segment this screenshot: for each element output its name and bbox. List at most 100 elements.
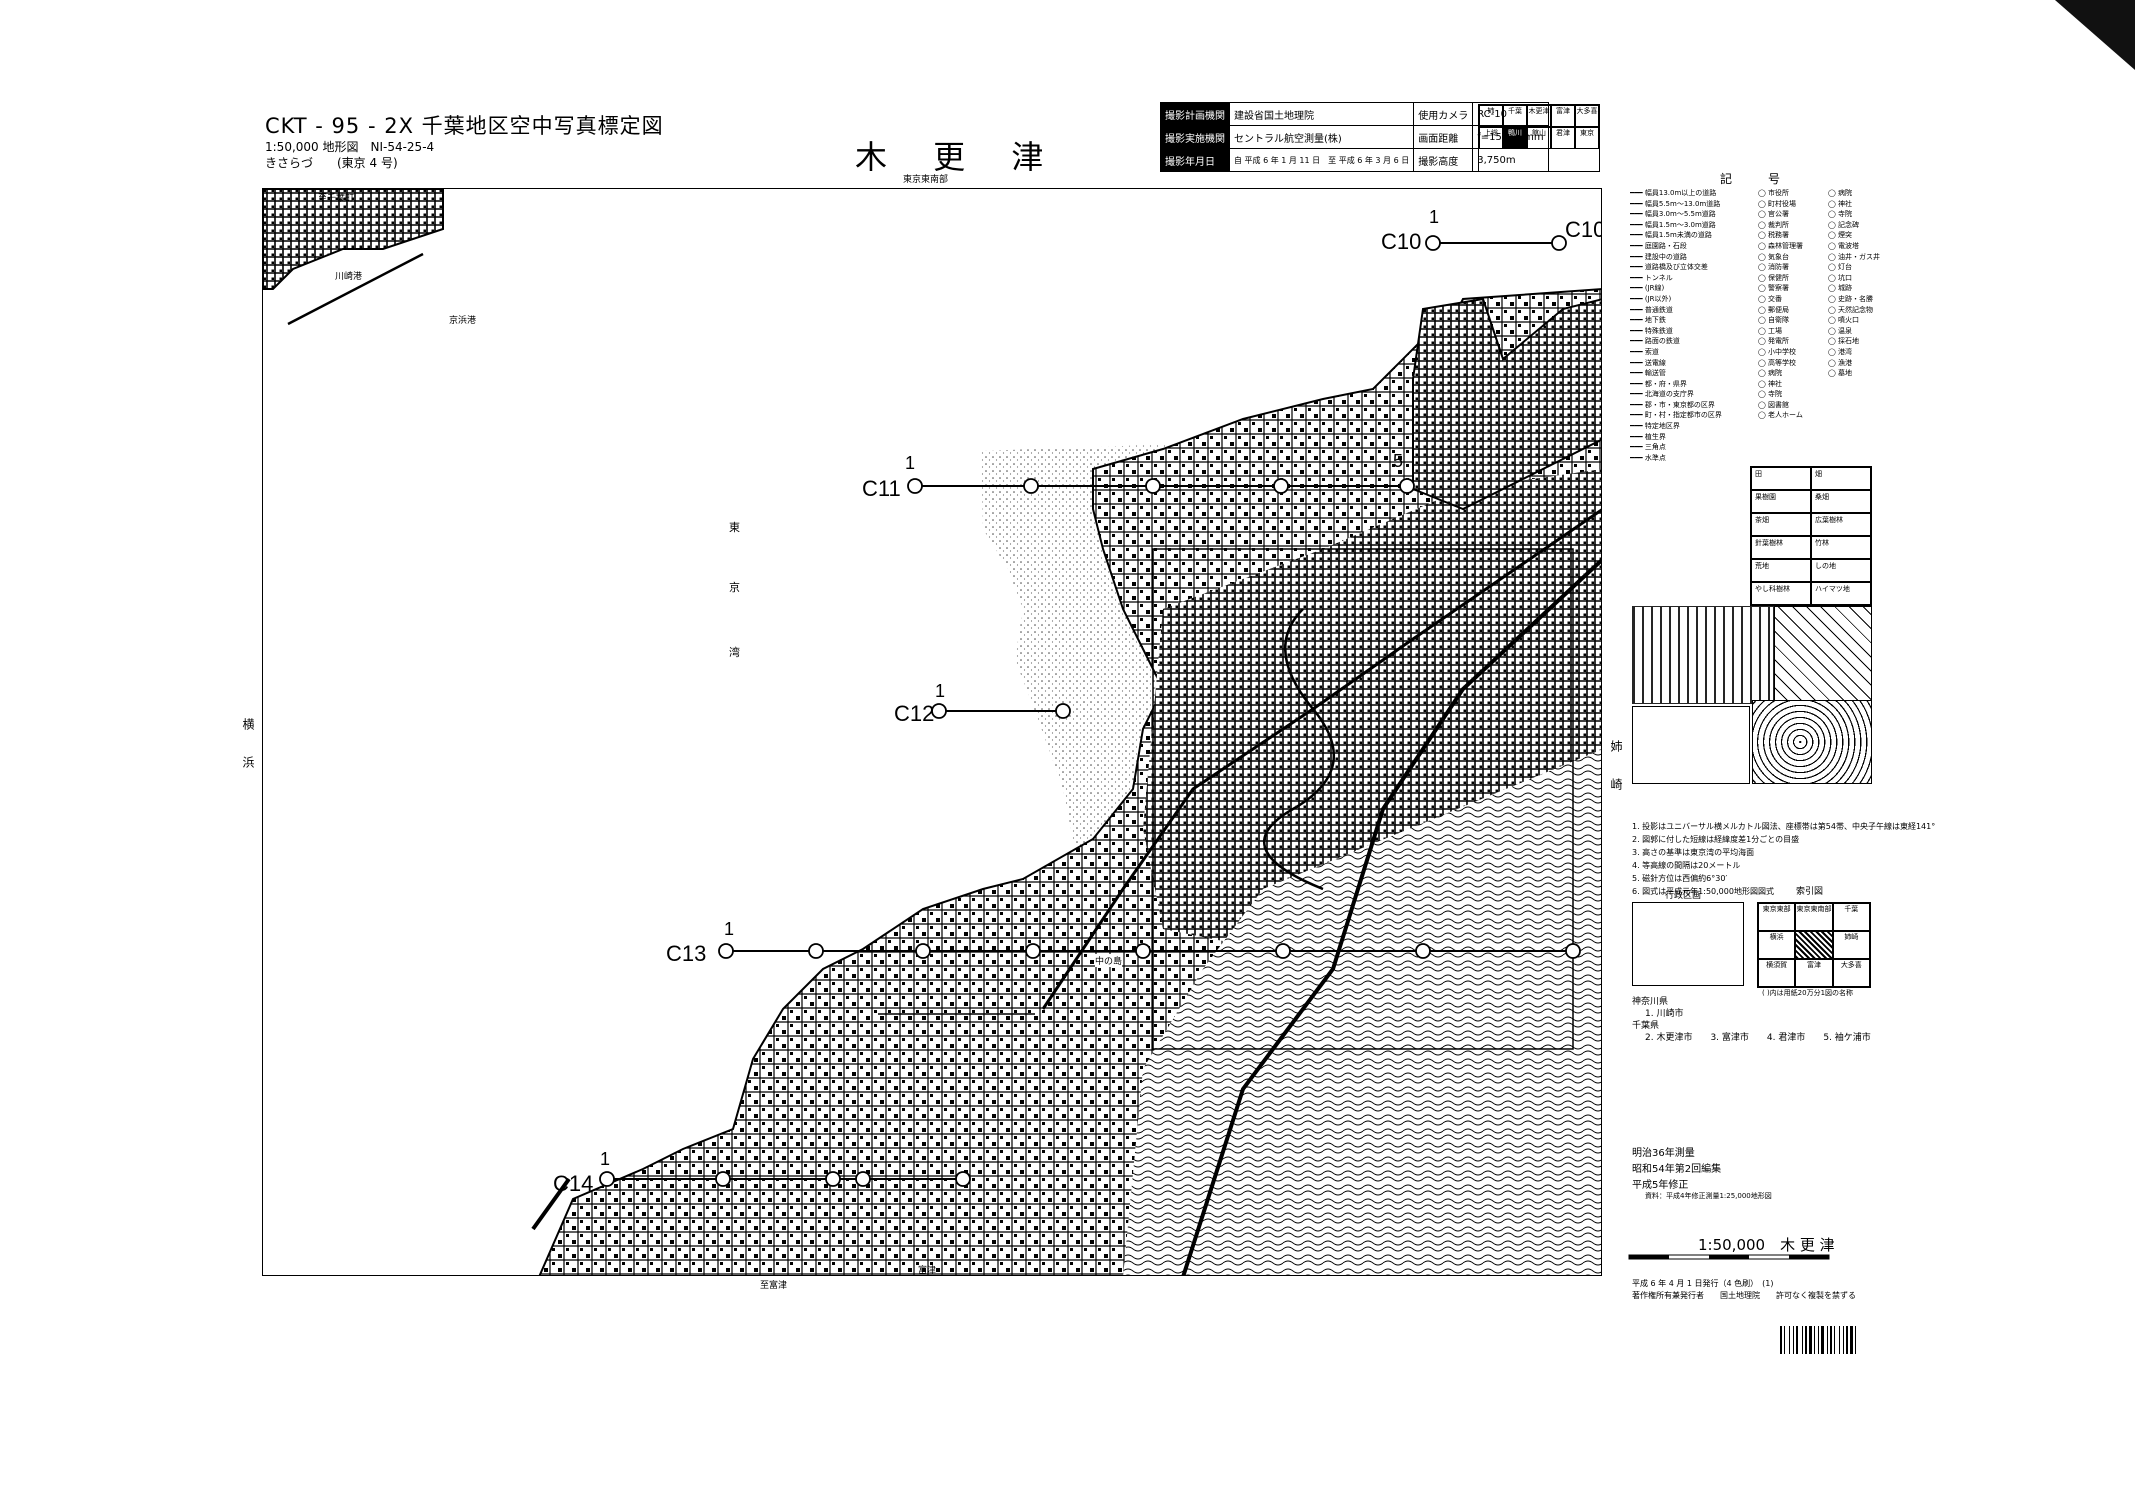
legend-item: ◯ 発電所 bbox=[1758, 337, 1790, 346]
legend-title: 記 号 bbox=[1720, 172, 1793, 186]
scale-line: 1:50,000 地形図 NI-54-25-4 bbox=[265, 140, 435, 154]
exposure-point bbox=[1055, 703, 1071, 719]
info-label: 撮影実施機関 bbox=[1160, 125, 1230, 149]
label-top-town: 至千葉町 bbox=[318, 194, 355, 204]
flight-line-label-c14: C14 bbox=[553, 1171, 594, 1196]
flight-line-label-c10: C10 bbox=[1381, 229, 1422, 254]
scale-title: 1:50,000 木 更 津 bbox=[1698, 1236, 1835, 1254]
legend-item: ◯ 採石地 bbox=[1828, 337, 1860, 346]
legend-item: ◯ 神社 bbox=[1828, 199, 1853, 208]
legend-item: ◯ 工場 bbox=[1758, 326, 1783, 335]
flight-lines-layer bbox=[599, 235, 1581, 1187]
barcode-bar bbox=[1839, 1326, 1840, 1354]
exposure-point bbox=[855, 1171, 871, 1187]
info-value: セントラル航空測量(株) bbox=[1228, 125, 1415, 149]
exposure-point bbox=[1399, 478, 1415, 494]
note-item: 3. 高さの基準は東京湾の平均海面 bbox=[1632, 848, 1755, 857]
barcode-bar bbox=[1784, 1326, 1785, 1354]
vegetation-item: 田 bbox=[1751, 467, 1811, 490]
legend-item: ◯ 税務署 bbox=[1758, 231, 1790, 240]
adjacent-cell: 大多喜 bbox=[1575, 105, 1599, 127]
vegetation-legend: 田畑果樹園桑畑茶畑広葉樹林針葉樹林竹林荒地しの地やし科樹林ハイマツ地 bbox=[1750, 466, 1872, 606]
legend-item: ━━━ 植生界 bbox=[1630, 432, 1666, 441]
info-label: 撮影高度 bbox=[1413, 148, 1474, 172]
exposure-point bbox=[1275, 943, 1291, 959]
flight-line-label-c12: C12 bbox=[894, 701, 935, 726]
legend-item: ◯ 自衛隊 bbox=[1758, 316, 1790, 325]
legend-item: ◯ 交番 bbox=[1758, 294, 1783, 303]
legend-item: ━━━ (JR線) bbox=[1630, 284, 1665, 293]
legend-item: ◯ 官公署 bbox=[1758, 210, 1790, 219]
label-bay-1: 東 bbox=[729, 521, 740, 534]
legend-item: ━━━ 都・府・県界 bbox=[1630, 379, 1687, 388]
map-sheet-subname: 東京東南部 bbox=[903, 175, 949, 185]
exposure-point bbox=[955, 1171, 971, 1187]
note-item: 5. 磁針方位は西偏約6°30′ bbox=[1632, 874, 1728, 883]
exposure-point bbox=[907, 478, 923, 494]
note-item: 4. 等高線の間隔は20メートル bbox=[1632, 861, 1741, 870]
adjacent-cell: 木更津 bbox=[1527, 105, 1551, 127]
exposure-point bbox=[825, 1171, 841, 1187]
admin-prefecture-1: 神奈川県 bbox=[1632, 997, 1669, 1007]
barcode-bar bbox=[1802, 1326, 1803, 1354]
barcode-bar bbox=[1827, 1326, 1828, 1354]
adjacent-cell: 富津 bbox=[1551, 105, 1575, 127]
history-revision: 平成5年修正 bbox=[1632, 1180, 1689, 1191]
barcode-bar bbox=[1793, 1326, 1794, 1354]
legend-item: ◯ 記念碑 bbox=[1828, 220, 1860, 229]
flight-line-start-c14: 1 bbox=[600, 1149, 611, 1169]
index-cell: 東京東部 bbox=[1758, 903, 1796, 931]
legend-item: ◯ 温泉 bbox=[1828, 326, 1853, 335]
flight-line-start-c10: 1 bbox=[1429, 207, 1440, 227]
map-frame: 至千葉町 川崎港 京浜港 東 京 湾 中の島 富津 C10 1 C10 C11 … bbox=[262, 188, 1602, 1276]
legend-item: ━━━ 北海道の支庁界 bbox=[1630, 390, 1694, 399]
label-naka-island: 中の島 bbox=[1095, 954, 1123, 967]
exposure-point bbox=[1425, 235, 1441, 251]
issue-line: 平成 6 年 4 月 1 日発行（4 色刷） (1) bbox=[1632, 1279, 1774, 1288]
vegetation-item: 茶畑 bbox=[1751, 513, 1811, 536]
barcode-bar bbox=[1809, 1326, 1812, 1354]
index-cell: 横須賀 bbox=[1758, 959, 1796, 987]
legend-item: ◯ 気象台 bbox=[1758, 252, 1790, 261]
exposure-point bbox=[931, 703, 947, 719]
exposure-point bbox=[1551, 235, 1567, 251]
breakwater bbox=[287, 252, 424, 326]
info-label: 画面距離 bbox=[1413, 125, 1474, 149]
label-kawasaki-port: 川崎港 bbox=[335, 272, 363, 282]
legend-item: ◯ 寺院 bbox=[1828, 210, 1853, 219]
info-label: 撮影年月日 bbox=[1160, 148, 1230, 172]
legend-item: ◯ 高等学校 bbox=[1758, 358, 1797, 367]
barcode-bar bbox=[1850, 1326, 1853, 1354]
flight-line-start-c13: 1 bbox=[724, 919, 735, 939]
admin-boundary-map bbox=[1632, 902, 1744, 986]
vegetation-item: 果樹園 bbox=[1751, 490, 1811, 513]
legend-item: ◯ 噴火口 bbox=[1828, 316, 1860, 325]
index-cell: 大多喜 bbox=[1832, 959, 1870, 987]
legend-item: ◯ 郵便局 bbox=[1758, 305, 1790, 314]
legend-item: ━━━ 建設中の道路 bbox=[1630, 252, 1687, 261]
exposure-point bbox=[1565, 943, 1581, 959]
adjacent-cell: 上総 bbox=[1479, 127, 1503, 149]
legend-item: ━━━ 幅員1.5m未満の道路 bbox=[1630, 231, 1712, 240]
legend-item: ━━━ 道路橋及び立体交差 bbox=[1630, 263, 1708, 272]
exposure-point bbox=[1145, 478, 1161, 494]
flight-line-end-c11: 5 bbox=[1393, 451, 1404, 471]
vegetation-item: 荒地 bbox=[1751, 559, 1811, 582]
label-yokohama: 横浜 bbox=[241, 718, 255, 794]
note-item: 6. 図式は平成元年1:50,000地形図図式 bbox=[1632, 887, 1774, 896]
legend-item: ◯ 図書館 bbox=[1758, 400, 1790, 409]
adjacent-sheet-grid: 姉 千葉 木更津 富津 大多喜 上総 鴨川 館山 君津 東京 bbox=[1478, 104, 1600, 172]
label-futtsu-bottom: 富津 bbox=[918, 1266, 937, 1276]
adjacent-cell-current: 鴨川 bbox=[1503, 127, 1527, 149]
legend-item: ◯ 墓地 bbox=[1828, 369, 1853, 378]
exposure-point bbox=[915, 943, 931, 959]
barcode-bar bbox=[1814, 1326, 1815, 1354]
publisher-line: 著作権所有兼発行者 国土地理院 許可なく複製を禁ずる bbox=[1632, 1291, 1856, 1300]
exposure-point bbox=[808, 943, 824, 959]
adjacent-cell: 千葉 bbox=[1503, 105, 1527, 127]
exposure-point bbox=[599, 1171, 615, 1187]
hill-terrain bbox=[1123, 749, 1601, 1275]
info-label: 使用カメラ bbox=[1413, 102, 1474, 126]
legend-column-lines: ━━━ 幅員13.0m以上の道路━━━ 幅員5.5m〜13.0m道路━━━ 幅員… bbox=[1630, 188, 1760, 463]
history-edit: 昭和54年第2回編集 bbox=[1632, 1164, 1722, 1175]
